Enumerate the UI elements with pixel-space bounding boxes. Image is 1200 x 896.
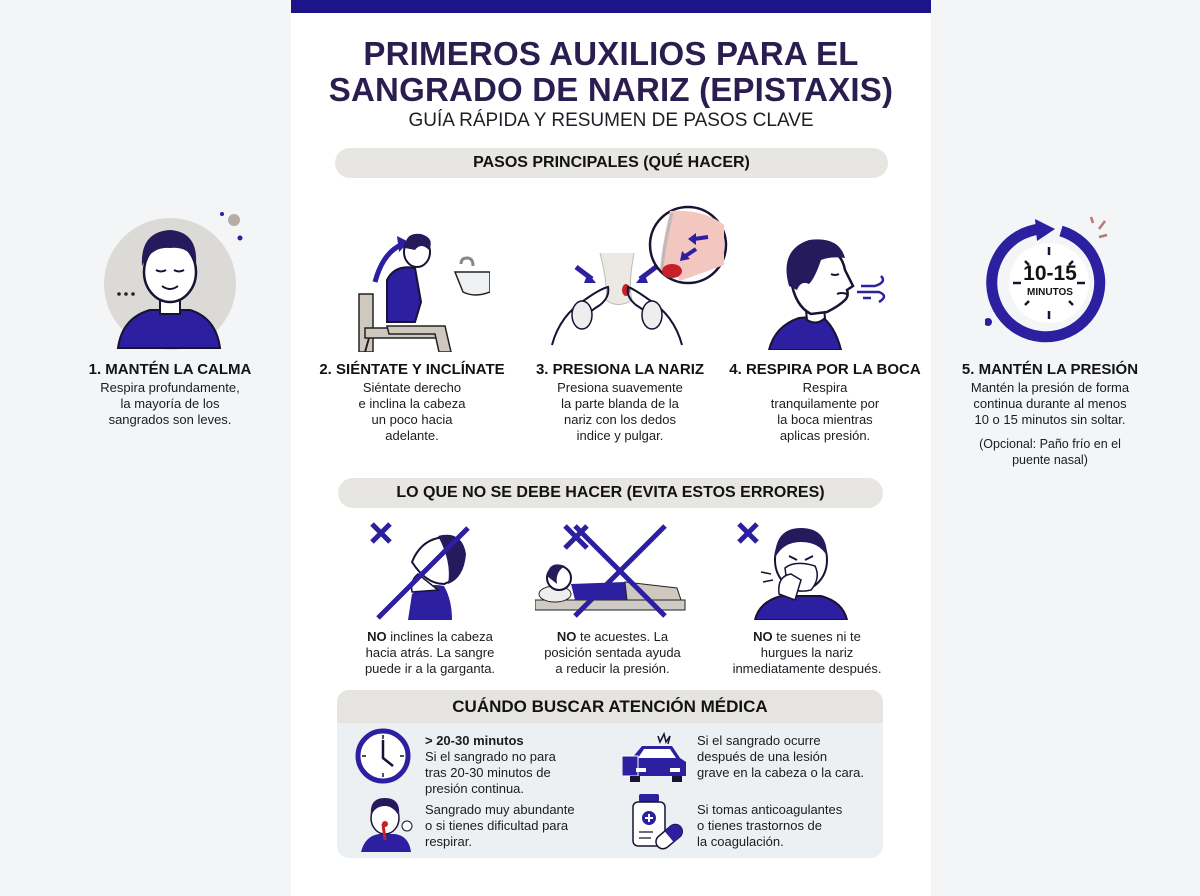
desc-line: tranquilamente por bbox=[770, 396, 880, 411]
dont-2-line-3: a reducir la presión. bbox=[555, 661, 670, 676]
dont-1-line-2: hacia atrás. La sangre bbox=[365, 645, 495, 660]
sitting-lean-forward-icon bbox=[358, 233, 490, 352]
note-line: (Opcional: Paño frío en el bbox=[979, 437, 1121, 451]
line: la coagulación. bbox=[697, 834, 784, 849]
timer-unit: MINUTOS bbox=[1027, 287, 1073, 298]
desc-line: e inclina la cabeza bbox=[358, 396, 466, 411]
line: Si tomas anticoagulantes bbox=[697, 802, 843, 817]
step-2-title: 2. SIÉNTATE Y INCLÍNATE bbox=[319, 361, 505, 378]
desc-line: continua durante al menos bbox=[973, 396, 1127, 411]
step-4: 4. RESPIRA POR LA BOCA Respira tranquila… bbox=[720, 361, 930, 444]
calm-person-icon bbox=[104, 212, 243, 350]
dont-3-line-2: hurgues la nariz bbox=[760, 645, 854, 660]
section-heading-main-steps: PASOS PRINCIPALES (QUÉ HACER) bbox=[335, 148, 888, 178]
step-5: 5. MANTÉN LA PRESIÓN Mantén la presión d… bbox=[945, 361, 1155, 468]
timer-value: 10-15 bbox=[1023, 262, 1077, 285]
line: o si tienes dificultad para bbox=[425, 818, 569, 833]
blowing-nose-icon bbox=[737, 522, 849, 620]
step-1-description: Respira profundamente, la mayoría de los… bbox=[80, 380, 260, 428]
desc-line: 10 o 15 minutos sin soltar. bbox=[974, 412, 1126, 427]
dont-2-line-2: posición sentada ayuda bbox=[544, 645, 681, 660]
pinch-nose-icon bbox=[551, 205, 728, 346]
step-3-title: 3. PRESIONA LA NARIZ bbox=[535, 361, 705, 378]
step-4-description: Respira tranquilamente por la boca mient… bbox=[720, 380, 930, 444]
top-accent-bar bbox=[291, 0, 931, 13]
desc-line: aplicas presión. bbox=[779, 428, 871, 443]
desc-line: Siéntate derecho bbox=[362, 380, 462, 395]
head-tilt-back-icon bbox=[370, 522, 470, 620]
no-label: NO bbox=[367, 629, 387, 644]
desc-line: indice y pulgar. bbox=[576, 428, 664, 443]
desc-line: sangrados son leves. bbox=[108, 412, 232, 427]
step-3-description: Presiona suavemente la parte blanda de l… bbox=[520, 380, 720, 444]
dont-2-line-1: NO te acuestes. La bbox=[525, 629, 700, 645]
section-heading-donts: LO QUE NO SE DEBE HACER (EVITA ESTOS ERR… bbox=[338, 478, 883, 508]
line: o tienes trastornos de bbox=[697, 818, 823, 833]
dont-1: NO inclines la cabeza hacia atrás. La sa… bbox=[345, 629, 515, 677]
desc-line: la parte blanda de la bbox=[561, 396, 679, 411]
clock-icon bbox=[355, 728, 411, 784]
dont-3-line-3: inmediatamente después. bbox=[732, 661, 882, 676]
desc-line: nariz con los dedos bbox=[563, 412, 676, 427]
car-crash-icon bbox=[622, 732, 686, 782]
medical-item-heavy-bleeding: Sangrado muy abundante o si tienes dific… bbox=[425, 802, 625, 850]
medical-item-head-injury: Si el sangrado ocurre después de una les… bbox=[697, 733, 883, 781]
no-label: NO bbox=[556, 629, 577, 644]
dont-1-line-1: NO inclines la cabeza bbox=[345, 629, 515, 645]
medication-icon bbox=[632, 794, 684, 850]
step-1: 1. MANTÉN LA CALMA Respira profundamente… bbox=[80, 361, 260, 428]
dont-3-line-1: NO te suenes ni te bbox=[712, 629, 902, 645]
desc-line: Respira bbox=[802, 380, 848, 395]
page-subtitle: GUÍA RÁPIDA Y RESUMEN DE PASOS CLAVE bbox=[408, 110, 814, 131]
step-5-description: Mantén la presión de forma continua dura… bbox=[945, 380, 1155, 428]
lying-down-icon bbox=[535, 524, 686, 618]
title-line-1: PRIMEROS AUXILIOS PARA EL bbox=[363, 35, 859, 72]
line: Si el sangrado no para bbox=[425, 749, 556, 764]
step-5-optional-note: (Opcional: Paño frío en el puente nasal) bbox=[945, 436, 1155, 468]
step-1-title: 1. MANTÉN LA CALMA bbox=[88, 361, 252, 378]
step-3: 3. PRESIONA LA NARIZ Presiona suavemente… bbox=[520, 361, 720, 444]
line: tras 20-30 minutos de bbox=[425, 765, 551, 780]
desc-line: adelante. bbox=[385, 428, 439, 443]
note-line: puente nasal) bbox=[1012, 453, 1088, 467]
step-4-title: 4. RESPIRA POR LA BOCA bbox=[729, 361, 921, 378]
text: te suenes ni te bbox=[772, 629, 861, 644]
desc-line: un poco hacia bbox=[371, 412, 453, 427]
heavy-bleeding-icon bbox=[361, 798, 413, 852]
desc-line: Mantén la presión de forma bbox=[970, 380, 1130, 395]
line: grave en la cabeza o la cara. bbox=[697, 765, 864, 780]
line: presión continua. bbox=[425, 781, 525, 796]
page-title: PRIMEROS AUXILIOS PARA EL SANGRADO DE NA… bbox=[291, 36, 931, 108]
duration-threshold: > 20-30 minutos bbox=[425, 733, 524, 748]
step-5-title: 5. MANTÉN LA PRESIÓN bbox=[961, 361, 1139, 378]
title-line-2: SANGRADO DE NARIZ (EPISTAXIS) bbox=[328, 71, 894, 108]
line: Sangrado muy abundante bbox=[425, 802, 575, 817]
desc-line: Presiona suavemente bbox=[557, 380, 683, 395]
timer-icon: 10-15 MINUTOS bbox=[985, 215, 1115, 345]
text: te acuestes. La bbox=[576, 629, 669, 644]
dont-1-line-3: puede ir a la garganta. bbox=[364, 661, 496, 676]
line: después de una lesión bbox=[697, 749, 828, 764]
step-2: 2. SIÉNTATE Y INCLÍNATE Siéntate derecho… bbox=[312, 361, 512, 444]
no-label: NO bbox=[753, 629, 773, 644]
dont-3: NO te suenes ni te hurgues la nariz inme… bbox=[712, 629, 902, 677]
desc-line: la mayoría de los bbox=[120, 396, 220, 411]
step-2-description: Siéntate derecho e inclina la cabeza un … bbox=[312, 380, 512, 444]
desc-line: Respira profundamente, bbox=[100, 380, 240, 395]
line: Si el sangrado ocurre bbox=[697, 733, 821, 748]
line: respirar. bbox=[425, 834, 472, 849]
medical-item-anticoagulants: Si tomas anticoagulantes o tienes trasto… bbox=[697, 802, 883, 850]
desc-line: la boca mientras bbox=[777, 412, 873, 427]
when-to-seek-medical-care: CUÁNDO BUSCAR ATENCIÓN MÉDICA > 20-30 mi… bbox=[337, 690, 883, 858]
mouth-breathing-icon bbox=[767, 239, 886, 350]
medical-item-duration: > 20-30 minutos Si el sangrado no para t… bbox=[425, 733, 615, 797]
text: inclines la cabeza bbox=[386, 629, 493, 644]
medical-heading: CUÁNDO BUSCAR ATENCIÓN MÉDICA bbox=[337, 690, 883, 723]
dont-2: NO te acuestes. La posición sentada ayud… bbox=[525, 629, 700, 677]
